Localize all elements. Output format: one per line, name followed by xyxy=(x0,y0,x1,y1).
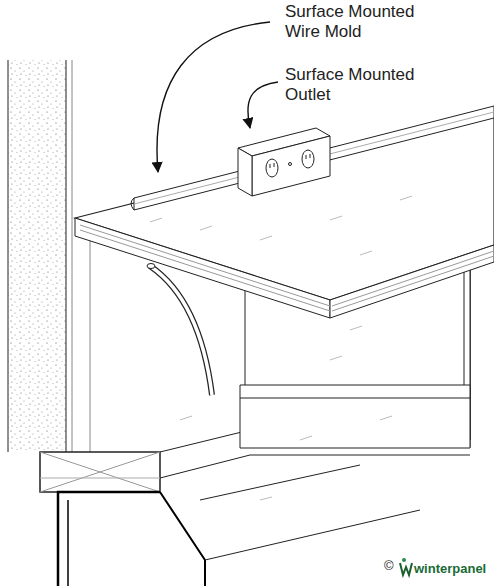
wire-mold xyxy=(134,106,494,210)
copyright-mark: © xyxy=(384,558,394,574)
surface-outlet xyxy=(238,128,330,196)
watermark: winterpanel xyxy=(414,561,486,577)
leader-line xyxy=(157,22,270,172)
logo-mark xyxy=(400,558,412,575)
sill-plate xyxy=(40,452,160,492)
callout-label: Surface Mounted Wire Mold xyxy=(285,2,435,43)
wall-foam xyxy=(8,60,66,452)
leader-line xyxy=(248,82,278,128)
callout-label: Surface Mounted Outlet xyxy=(285,65,435,106)
